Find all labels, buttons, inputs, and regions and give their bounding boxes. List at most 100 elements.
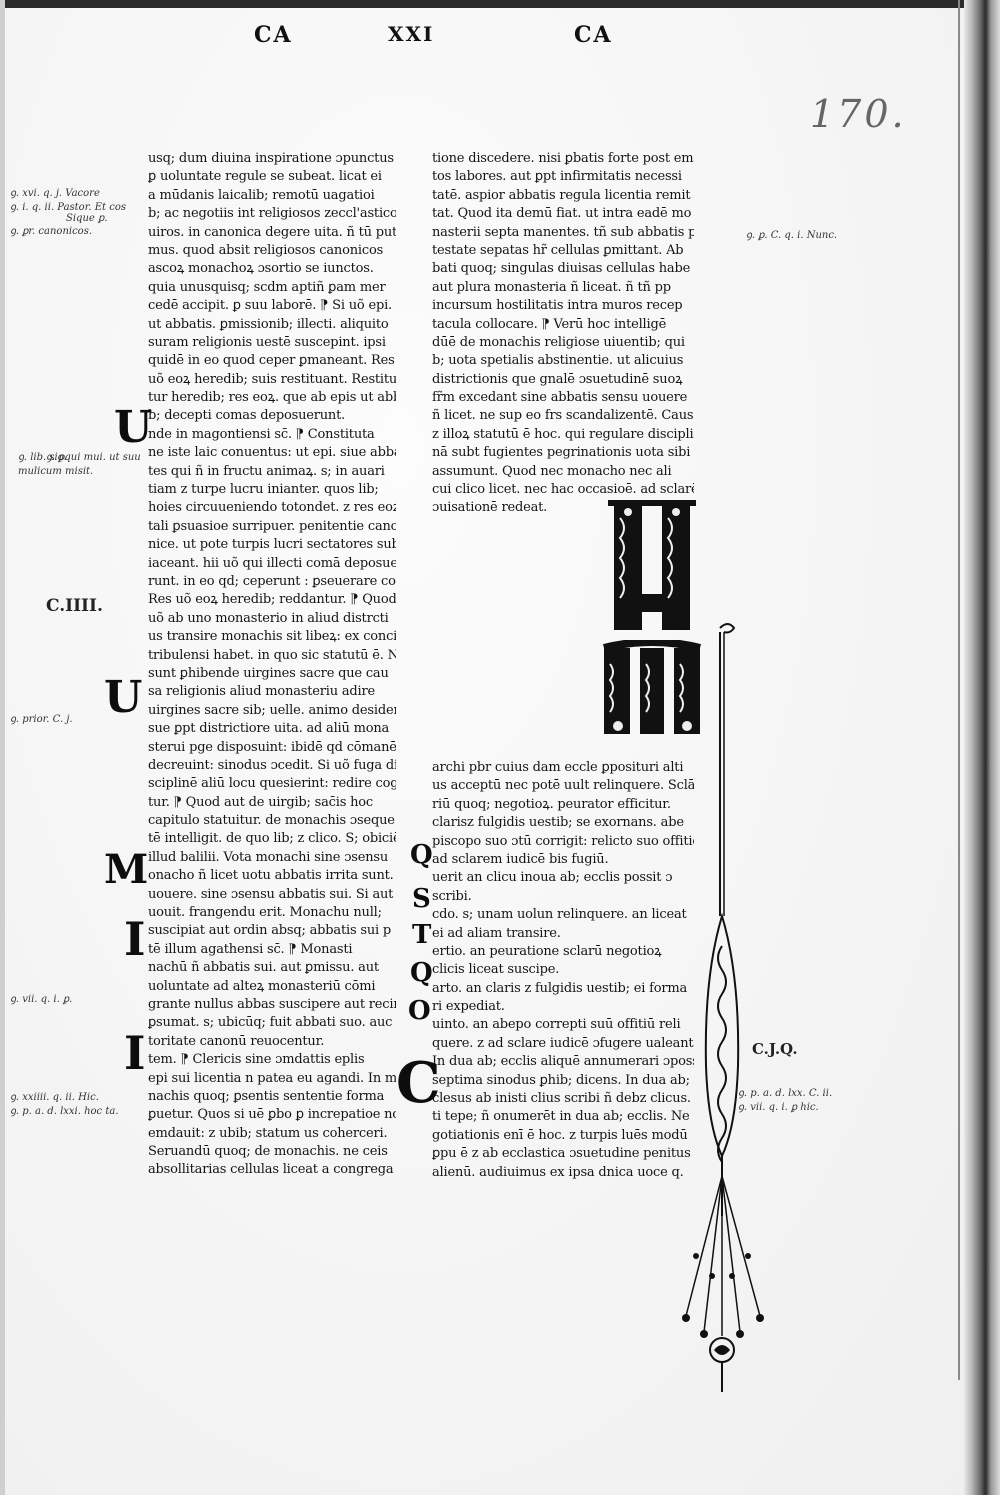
text-line: uõ ab uno monasterio in aliud distrcti <box>148 610 389 626</box>
text-line: nde in magontiensi sc̄. ⁋ Constituta <box>148 426 375 442</box>
text-line: aut plura monasteria ñ liceat. ñ tñ pp <box>432 279 671 295</box>
text-line: ti tepe; ñ onumerēt in dua ab; ecclis. N… <box>432 1109 690 1125</box>
initial-t: T <box>412 920 432 950</box>
text-line: ascoꝝ monachoꝝ ɔsortio se iunctos. <box>148 261 374 277</box>
text-line: ri expediat. <box>432 999 505 1015</box>
text-line: clarisz fulgidis uestib; se exornans. ab… <box>432 815 684 831</box>
initial-c: C <box>396 1050 441 1116</box>
text-line: clicis liceat suscipe. <box>432 962 560 978</box>
header-center: XXI <box>388 22 435 46</box>
text-line: mus. quod absit religiosos canonicos <box>148 242 384 258</box>
text-line: sa religionis aliud monasteriu adire <box>148 684 375 700</box>
text-line: uouit. frangendu erit. Monachu null; <box>148 905 382 921</box>
text-line: grante nullus abbas suscipere aut recinē <box>148 996 396 1012</box>
text-line: dūē de monachis religiose uiuentib; qui <box>432 334 685 350</box>
text-line: tem. ⁋ Clericis sine ɔmdattis eplis <box>148 1052 365 1068</box>
text-line: uiros. in canonica degere uita. ñ tū put… <box>148 224 396 240</box>
text-line: b; ac negotiis int religiosos zeccl'asti… <box>148 206 396 222</box>
initial-i-2: I <box>124 1026 146 1080</box>
text-line: nā subt fugientes pegrinationis uota sib… <box>432 445 691 461</box>
text-line: ꝑsumat. s; ubicūq; fuit abbati suo. auc <box>148 1015 393 1031</box>
margin-gloss: ꝯ. ꝑqui mui. ut suu <box>46 452 141 463</box>
margin-gloss: ꝯ. p. a. d. lxx. C. ii. <box>738 1088 833 1099</box>
text-line: suscipiat aut ordin absq; abbatis sui p <box>148 923 392 939</box>
text-line: tatē. aspior abbatis regula licentia rem… <box>432 187 691 203</box>
text-line: ne iste laic conuentus: ut epi. siue abb… <box>148 445 396 461</box>
text-line: tiam z turpe lucru inianter. quos lib; <box>148 482 379 498</box>
right-text-column-lower: archi pbr cuius dam eccle ꝑposituri alti… <box>432 759 694 1182</box>
text-line: z illoꝝ statutū ē hoc. qui regulare disc… <box>432 426 694 442</box>
text-line: tē intelligit. de quo lib; z clico. S; o… <box>148 831 396 847</box>
initial-i-1: I <box>124 912 146 966</box>
text-line: testate sepatas hr̃ cellulas ꝑmittant. A… <box>432 242 684 258</box>
text-line: scribi. <box>432 888 472 904</box>
initial-q: Q <box>410 840 433 870</box>
text-line: alienū. audiuimus ex ipsa dnica uoce q. <box>432 1164 684 1180</box>
margin-gloss: ꝯ. lib. sio. <box>18 452 67 463</box>
ruling-line <box>958 0 960 1380</box>
text-line: uouere. sine ɔsensu abbatis sui. Si aut <box>148 886 394 902</box>
text-line: tione discedere. nisi ꝑbatis forte post … <box>432 151 694 166</box>
margin-gloss: ꝯ. ꝑ. C. q. i. Nunc. <box>746 230 838 241</box>
text-line: gotiationis enī ē hoc. z turpis luēs mod… <box>432 1127 688 1143</box>
text-line: tur. ⁋ Quod aut de uirgib; sac̄is hoc <box>148 794 373 810</box>
text-line: uoluntate ad alteꝝ monasteriū cōmi <box>148 978 376 994</box>
text-line: ei ad aliam transire. <box>432 925 561 941</box>
text-line: arto. an claris z fulgidis uestib; ei fo… <box>432 980 688 996</box>
text-line: runt. in eo qd; ceperunt : ꝑseuerare cog… <box>148 573 396 589</box>
margin-gloss: ꝯ. p. a. d. lxxi. hoc ta. <box>10 1106 119 1117</box>
text-line: septima sinodus ꝑhib; dicens. In dua ab;… <box>432 1072 694 1088</box>
text-line: usq; dum diuina inspiratione ɔpunctus <box>148 151 394 166</box>
text-line: sciplinē aliū locu quesierint: redire co… <box>148 776 396 792</box>
text-line: ɔuisationē redeat. <box>432 500 548 516</box>
text-line: uerit an clicu inoua ab; ecclis possit ɔ <box>432 870 673 886</box>
text-line: us transire monachis sit libeꝝ: ex conci… <box>148 629 396 645</box>
initial-s: S <box>412 884 431 914</box>
initial-u-2: U <box>104 672 143 723</box>
section-number-c-j: C.J.Q. <box>752 1040 798 1058</box>
text-line: Res uõ eoꝝ heredib; reddantur. ⁋ Quod <box>148 592 396 608</box>
margin-gloss: ꝯ. xvi. q. j. Vacore <box>10 188 100 199</box>
text-line: In dua ab; ecclis aliquē annumerari ɔpos… <box>432 1054 694 1070</box>
text-line: a mūdanis laicalib; remotū uagatioi <box>148 187 375 203</box>
right-text-column: tione discedere. nisi ꝑbatis forte post … <box>432 150 694 518</box>
margin-gloss: ꝯ. i. q. ii. Pastor. Et cos <box>10 202 126 213</box>
text-line: sunt ꝑhibende uirgines sacre que cau <box>148 665 389 681</box>
text-line: tē illum agathensi sc̄. ⁋ Monasti <box>148 941 353 957</box>
text-line: sterui pge disposuint: ibidē qd cōmanē <box>148 739 396 755</box>
text-line: illud balilii. Vota monachi sine ɔsensu <box>148 849 389 865</box>
text-line: uirgines sacre sib; uelle. animo desider… <box>148 702 396 718</box>
decorated-initial-m <box>603 640 701 734</box>
text-line: piscopo suo ɔtū corrigit: relicto suo of… <box>432 833 694 849</box>
text-line: cui clico licet. nec hac occasioē. ad sc… <box>432 482 694 498</box>
pen-flourish-ornament <box>682 623 764 1392</box>
scan-left-edge <box>0 0 5 1495</box>
margin-gloss: ꝯ. vii. q. i. ꝑ hic. <box>738 1102 819 1113</box>
header-right: CA <box>574 22 613 48</box>
margin-gloss: ꝯ. xxiiii. q. ii. Hic. <box>10 1092 99 1103</box>
text-line: Seruandū quoq; de monachis. ne ceis <box>148 1144 388 1160</box>
decorated-initial-u <box>608 500 696 630</box>
initial-q-2: Q <box>410 958 433 988</box>
text-line: archi pbr cuius dam eccle ꝑposituri alti <box>432 760 684 775</box>
text-line: uinto. an abepo correpti suū offitiū rel… <box>432 1017 681 1033</box>
text-line: ꝑpu ē z ab ecclastica ɔsuetudine penitus <box>432 1146 691 1162</box>
text-line: toritate canonū reuocentur. <box>148 1033 325 1049</box>
left-text-column: usq; dum diuina inspiratione ɔpunctus ꝑ u… <box>148 150 396 1180</box>
section-number-c-iiii: C.IIII. <box>46 596 103 616</box>
text-line: cdo. s; unam uolun relinquere. an liceat <box>432 907 687 923</box>
text-line: decreuint: sinodus ɔcedit. Si uõ fuga di <box>148 757 396 773</box>
text-line: suram religionis uestē suscepint. ipsi <box>148 334 386 350</box>
text-line: tali ꝑsuasioe surripuer. penitentie cano <box>148 518 396 534</box>
text-line: riū quoq; negotioꝝ. peurator efficitur. <box>432 796 671 812</box>
text-line: assumunt. Quod nec monacho nec ali <box>432 463 672 479</box>
text-line: onacho ñ licet uotu abbatis irrita sunt. <box>148 868 394 884</box>
text-line: capitulo statuitur. de monachis ɔseque <box>148 813 395 829</box>
text-line: tur heredib; res eoꝝ. que ab epis ut abb… <box>148 390 396 406</box>
text-line: quidē in eo quod ceper ꝑmaneant. Res <box>148 353 395 369</box>
text-line: epi sui licentia n patea eu agandi. In m… <box>148 1070 396 1086</box>
text-line: ad sclarem iudicē bis fugiū. <box>432 851 609 867</box>
text-line: ꝑ uoluntate regule se subeat. licat ei <box>148 169 382 185</box>
text-line: absollitarias cellulas liceat a congrega <box>148 1162 394 1178</box>
text-line: clesus ab inisti clius scribi ñ debz cli… <box>432 1091 691 1107</box>
